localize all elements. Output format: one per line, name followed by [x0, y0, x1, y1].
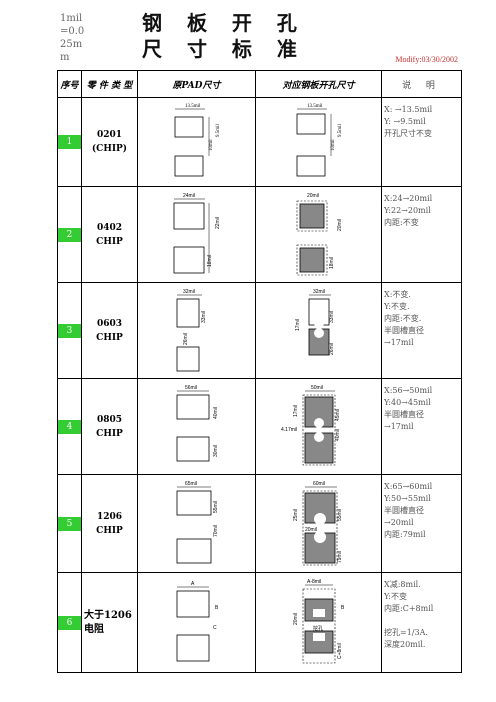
svg-text:26mil: 26mil [329, 343, 335, 355]
open-label-gap: 10mil [331, 139, 336, 151]
svg-text:挖孔: 挖孔 [313, 625, 323, 632]
col-pad: 原PAD尺寸 [137, 70, 256, 98]
description: X:不变. Y:不变. 内距:不变. 半圆槽直径 →17mil [381, 282, 462, 379]
opening-diagram: 32mil 33mil 17mil 26mil [255, 282, 382, 379]
col-opening: 对应钢板开孔尺寸 [255, 70, 382, 98]
description: X: →13.5mil Y: →9.5mil 开孔尺寸不变 [381, 97, 462, 187]
svg-text:33mil: 33mil [329, 311, 335, 323]
pad-label-x: 13.5mil [185, 104, 201, 109]
svg-text:18mil: 18mil [207, 255, 213, 267]
page-title: 钢 板 开 孔 尺 寸 标 准 [142, 10, 306, 62]
row-number: 4 [58, 419, 81, 434]
svg-text:79mil: 79mil [337, 551, 343, 563]
svg-text:B: B [341, 605, 345, 611]
svg-text:55mil: 55mil [337, 509, 343, 521]
col-num: 序号 [57, 70, 82, 98]
part-type: 0201(CHIP) [81, 97, 138, 187]
description: X:65→60mil Y:50→55mil 半圆槽直径 →20mil 内距:79… [381, 474, 462, 573]
svg-text:40mil: 40mil [213, 407, 219, 419]
row-number: 5 [58, 516, 81, 531]
svg-text:20mil: 20mil [293, 613, 299, 625]
open-label-y: 9.5mil [338, 123, 343, 137]
svg-text:A-8mil: A-8mil [307, 579, 321, 585]
svg-text:56mil: 56mil [185, 385, 197, 391]
svg-text:40mil: 40mil [335, 429, 341, 441]
pad-diagram: A B C [137, 572, 256, 673]
stencil-table: 序号 零 件 类 型 原PAD尺寸 对应钢板开孔尺寸 说 明 1 0201(CH… [57, 70, 462, 673]
svg-text:18mil: 18mil [329, 257, 335, 269]
pad-diagram: 13.5mil 10mil 9.5mil [137, 97, 256, 187]
description: X减:8mil. Y:不变 内距:C+8mil 挖孔=1/3A. 深度20mil… [381, 572, 462, 673]
row-number: 2 [58, 227, 81, 242]
pad-label-y: 9.5mil [216, 123, 221, 137]
pad-diagram: 24mil 18mil 22mil [137, 186, 256, 283]
svg-text:20mil: 20mil [305, 527, 317, 533]
svg-text:26mil: 26mil [183, 333, 189, 345]
svg-text:24mil: 24mil [183, 193, 195, 199]
svg-text:17mil: 17mil [295, 319, 301, 331]
svg-text:32mil: 32mil [313, 289, 325, 295]
svg-text:65mil: 65mil [185, 481, 197, 487]
opening-diagram: A-8mil B C+8mil 20mil 挖孔 [255, 572, 382, 673]
opening-diagram: 60mil 25mil 20mil 55mil 79mil [255, 474, 382, 573]
description: X:56→50mil Y:40→45mil 半圆槽直径 →17mil [381, 378, 462, 475]
open-label-x: 13.5mil [307, 104, 323, 109]
svg-text:20mil: 20mil [337, 219, 343, 231]
svg-text:C: C [213, 625, 217, 631]
svg-text:25mil: 25mil [293, 509, 299, 521]
opening-diagram: 50mil 17mil 4.17mil 45mil 40mil [255, 378, 382, 475]
svg-text:55mil: 55mil [213, 501, 219, 513]
svg-text:60mil: 60mil [313, 481, 325, 487]
table-row: 1 0201(CHIP) 13.5mil 10mil 9.5mil 13.5mi… [57, 97, 462, 187]
svg-text:30mil: 30mil [213, 445, 219, 457]
table-header: 序号 零 件 类 型 原PAD尺寸 对应钢板开孔尺寸 说 明 [57, 70, 462, 98]
svg-text:32mil: 32mil [183, 289, 195, 295]
row-number: 1 [58, 135, 81, 149]
opening-diagram: 13.5mil 10mil 9.5mil [255, 97, 382, 187]
modify-date: Modify:03/30/2002 [395, 55, 458, 64]
svg-text:45mil: 45mil [335, 409, 341, 421]
opening-diagram: 20mil 20mil 18mil [255, 186, 382, 283]
pad-diagram: 65mil 70mil 55mil [137, 474, 256, 573]
svg-text:A: A [191, 581, 195, 587]
col-desc: 说 明 [381, 70, 462, 98]
svg-text:20mil: 20mil [307, 193, 319, 199]
svg-text:17mil: 17mil [293, 405, 299, 417]
pad-diagram: 56mil 40mil 30mil [137, 378, 256, 475]
svg-text:33mil: 33mil [201, 311, 207, 323]
svg-text:70mil: 70mil [213, 525, 219, 537]
unit-note: 1mil =0.0 25m m [60, 13, 85, 63]
row-number: 3 [58, 323, 81, 338]
svg-text:B: B [215, 605, 219, 611]
description: X:24→20mil Y:22→20mil 内距:不变 [381, 186, 462, 283]
pad-label-gap: 10mil [209, 139, 214, 151]
title-line1: 钢 板 开 孔 [142, 11, 306, 35]
col-part: 零 件 类 型 [81, 70, 138, 98]
title-line2: 尺 寸 标 准 [142, 37, 306, 61]
pad-diagram: 32mil 33mil 26mil [137, 282, 256, 379]
svg-text:C+8mil: C+8mil [337, 643, 343, 659]
svg-text:22mil: 22mil [215, 217, 221, 229]
svg-text:4.17mil: 4.17mil [281, 427, 297, 433]
row-number: 6 [58, 615, 81, 630]
svg-text:50mil: 50mil [311, 385, 323, 391]
